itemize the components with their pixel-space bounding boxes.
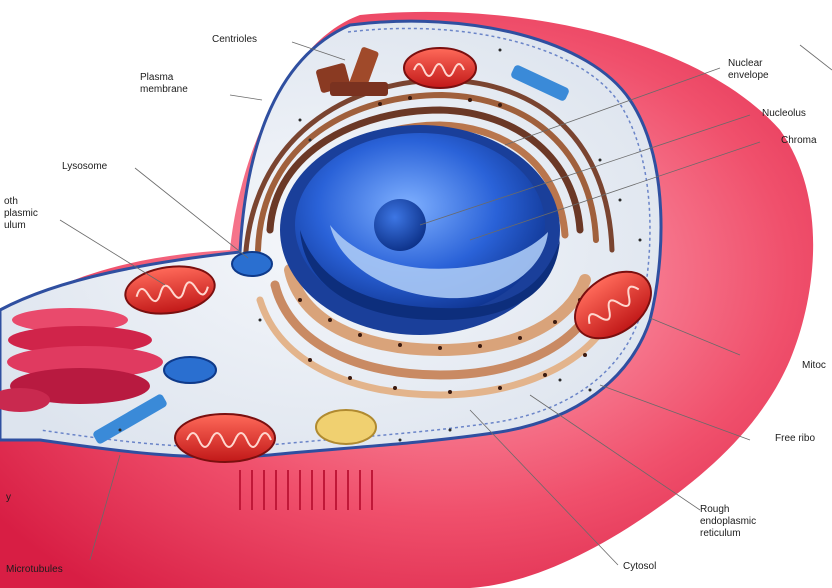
- nucleolus: [374, 199, 426, 251]
- label-chromatin: Chroma: [781, 135, 817, 147]
- label-left-cut: y: [6, 492, 11, 504]
- label-cytosol: Cytosol: [623, 561, 656, 573]
- label-free-ribosomes: Free ribo: [775, 433, 815, 445]
- label-smooth-er: oth plasmic ulum: [4, 196, 38, 232]
- label-centrioles: Centrioles: [212, 34, 257, 46]
- label-lysosome: Lysosome: [62, 161, 107, 173]
- label-nucleolus: Nucleolus: [762, 108, 806, 120]
- label-rough-er: Rough endoplasmic reticulum: [700, 504, 756, 540]
- label-nuclear-envelope: Nuclear envelope: [728, 58, 769, 82]
- label-microtubules: Microtubules: [6, 564, 63, 576]
- label-mitochondrion: Mitoc: [802, 360, 826, 372]
- label-plasma-membrane: Plasma membrane: [140, 72, 188, 96]
